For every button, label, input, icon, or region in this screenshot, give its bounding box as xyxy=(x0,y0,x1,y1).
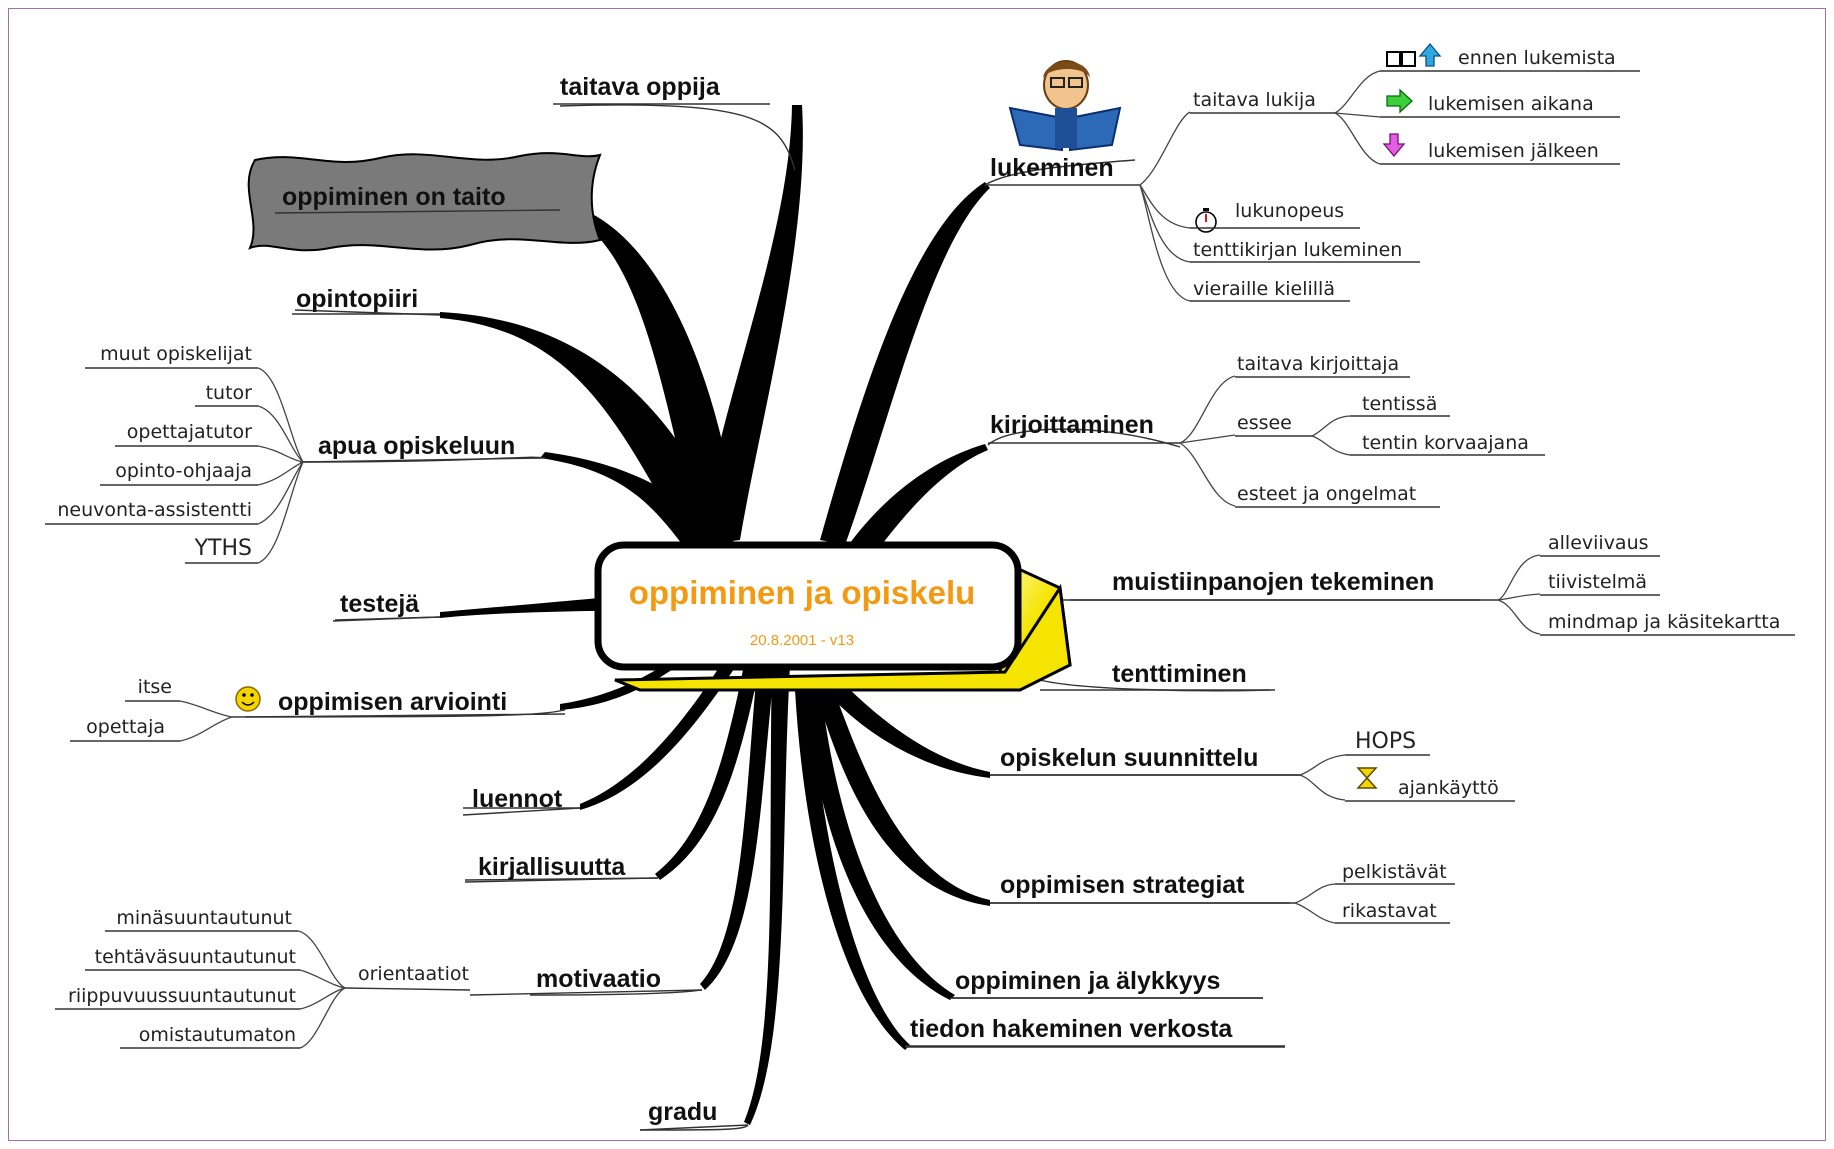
book-icon xyxy=(1386,51,1416,67)
node-opintopiiri[interactable]: opintopiiri xyxy=(296,285,418,313)
center-title: oppiminen ja opiskelu xyxy=(629,574,976,611)
list-item[interactable]: neuvonta-assistentti xyxy=(57,499,252,521)
spoke-tiedon xyxy=(795,682,910,1050)
node-testeja[interactable]: testejä xyxy=(340,590,419,618)
node-kirjoittaminen[interactable]: kirjoittaminen xyxy=(990,411,1154,439)
spoke-lukeminen xyxy=(820,182,990,545)
list-item[interactable]: HOPS xyxy=(1355,729,1416,754)
list-item[interactable]: tehtäväsuuntautunut xyxy=(95,946,296,968)
motivaatio-children: minäsuuntautunut tehtäväsuuntautunut rii… xyxy=(55,907,346,1049)
node-taitava-oppija[interactable]: taitava oppija xyxy=(560,73,721,101)
spokes xyxy=(440,105,990,1125)
spoke-alykkyys xyxy=(805,682,955,1000)
node-tenttiminen[interactable]: tenttiminen xyxy=(1112,660,1247,688)
center-date: 20.8.2001 - v13 xyxy=(750,632,854,649)
node-oppimisen-arviointi[interactable]: oppimisen arviointi xyxy=(278,688,507,716)
node-gradu[interactable]: gradu xyxy=(648,1098,717,1126)
arrow-down-icon xyxy=(1382,133,1406,158)
spoke-apua xyxy=(540,452,735,555)
node-taitava-lukija[interactable]: taitava lukija xyxy=(1193,89,1316,111)
list-item[interactable]: pelkistävät xyxy=(1342,861,1447,883)
node-opiskelun-suunnittelu[interactable]: opiskelun suunnittelu xyxy=(1000,744,1258,772)
list-item[interactable]: lukemisen jälkeen xyxy=(1428,140,1599,162)
list-item[interactable]: minäsuuntautunut xyxy=(116,907,292,929)
arrow-right-icon xyxy=(1386,88,1413,114)
list-item[interactable]: ennen lukemista xyxy=(1458,47,1616,69)
arrow-up-icon xyxy=(1418,42,1442,67)
list-item[interactable]: vieraille kielillä xyxy=(1193,278,1335,300)
list-item[interactable]: lukunopeus xyxy=(1235,200,1344,222)
spoke-taitava-oppija xyxy=(700,105,803,540)
apua-children: muut opiskelijat tutor opettajatutor opi… xyxy=(45,343,304,564)
list-item[interactable]: omistautumaton xyxy=(139,1024,296,1046)
list-item[interactable]: alleviivaus xyxy=(1548,532,1649,554)
list-item[interactable]: tenttikirjan lukeminen xyxy=(1193,239,1402,261)
node-tiedon-hakeminen[interactable]: tiedon hakeminen verkosta xyxy=(910,1015,1233,1043)
spoke-kirjallisuutta xyxy=(655,660,760,880)
arviointi-children: itse opettaja xyxy=(70,676,233,742)
spoke-oppiminen-on-taito xyxy=(560,205,740,545)
list-item[interactable]: tiivistelmä xyxy=(1548,571,1647,593)
spoke-strategiat xyxy=(815,680,990,906)
node-oppiminen-on-taito[interactable]: oppiminen on taito xyxy=(282,183,506,211)
spoke-motivaatio xyxy=(700,660,775,990)
smiley-icon xyxy=(235,686,261,712)
node-essee[interactable]: essee xyxy=(1237,412,1292,434)
diagram-frame xyxy=(8,8,1826,1141)
node-orientaatiot[interactable]: orientaatiot xyxy=(358,963,469,985)
list-item[interactable]: opettajatutor xyxy=(127,421,252,443)
list-item[interactable]: ajankäyttö xyxy=(1398,777,1499,799)
stopwatch-icon xyxy=(1195,208,1217,233)
person-reading-icon xyxy=(1008,60,1122,152)
list-item[interactable]: mindmap ja käsitekartta xyxy=(1548,611,1780,633)
spoke-testeja xyxy=(440,595,630,618)
list-item[interactable]: opettaja xyxy=(86,716,165,738)
node-taitava-kirjoittaja[interactable]: taitava kirjoittaja xyxy=(1237,353,1399,375)
list-item[interactable]: opinto-ohjaaja xyxy=(115,460,252,482)
hourglass-icon xyxy=(1356,767,1378,789)
list-item[interactable]: riippuvuussuuntautunut xyxy=(68,985,296,1007)
cloud-node xyxy=(247,152,602,252)
node-apua-opiskeluun[interactable]: apua opiskeluun xyxy=(318,432,515,460)
node-muistiinpanojen[interactable]: muistiinpanojen tekeminen xyxy=(1112,568,1434,596)
node-oppimisen-strategiat[interactable]: oppimisen strategiat xyxy=(1000,871,1245,899)
list-item[interactable]: tentin korvaajana xyxy=(1362,432,1529,454)
list-item[interactable]: muut opiskelijat xyxy=(100,343,252,365)
node-esteet[interactable]: esteet ja ongelmat xyxy=(1237,483,1416,505)
list-item[interactable]: itse xyxy=(138,676,172,698)
spoke-gradu xyxy=(744,660,790,1125)
spoke-arviointi xyxy=(560,640,700,710)
node-luennot[interactable]: luennot xyxy=(472,785,563,813)
list-item[interactable]: lukemisen aikana xyxy=(1428,93,1594,115)
node-oppiminen-ja-alykkyys[interactable]: oppiminen ja älykkyys xyxy=(955,967,1220,995)
node-kirjallisuutta[interactable]: kirjallisuutta xyxy=(478,853,626,881)
list-item[interactable]: tutor xyxy=(206,382,253,404)
center-node: oppiminen ja opiskelu 20.8.2001 - v13 xyxy=(594,541,1072,692)
node-lukeminen[interactable]: lukeminen xyxy=(990,154,1114,182)
list-item[interactable]: rikastavat xyxy=(1342,900,1437,922)
spoke-kirjoittaminen xyxy=(845,444,988,560)
list-item[interactable]: tentissä xyxy=(1362,393,1437,415)
list-item[interactable]: YTHS xyxy=(194,536,252,561)
node-motivaatio[interactable]: motivaatio xyxy=(536,965,661,993)
